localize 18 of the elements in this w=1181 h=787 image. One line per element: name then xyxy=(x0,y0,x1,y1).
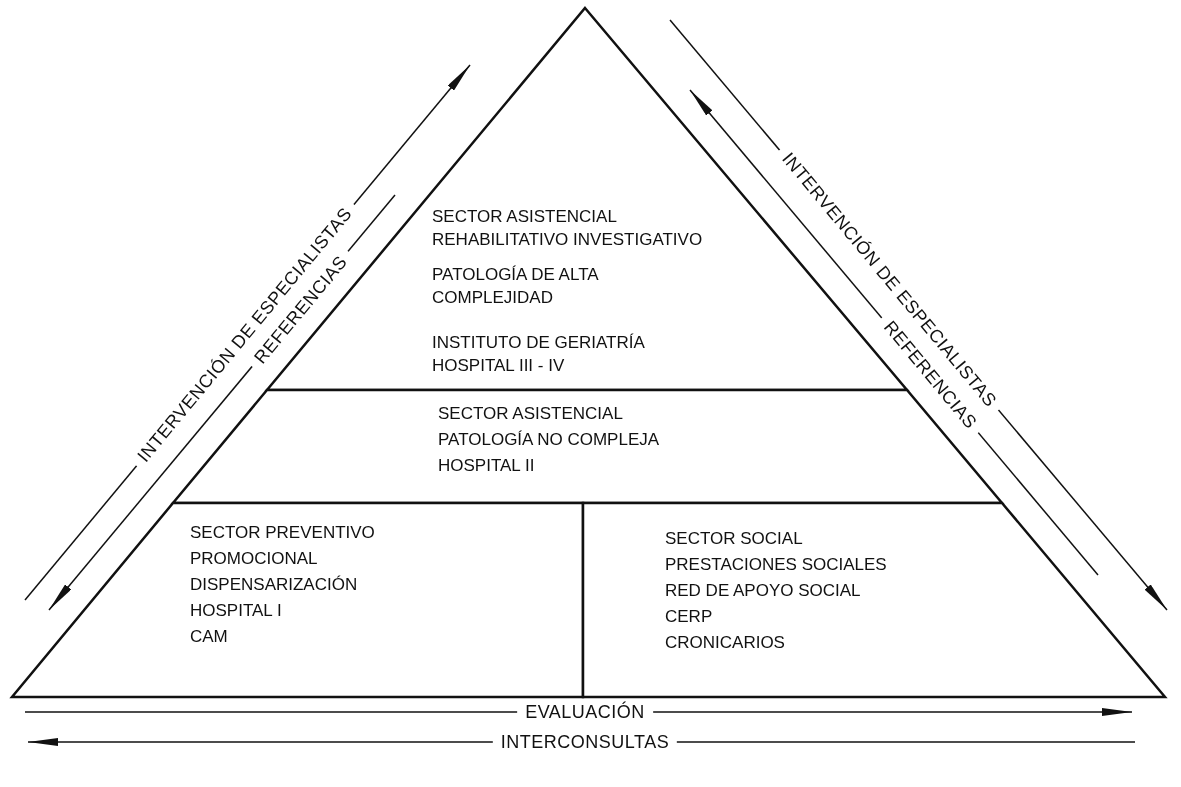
section-text: CERP xyxy=(665,606,714,628)
section-text: HOSPITAL I xyxy=(190,600,283,622)
section-text: INSTITUTO DE GERIATRÍA HOSPITAL III - IV xyxy=(432,332,646,377)
section-text: SECTOR PREVENTIVO xyxy=(190,522,376,544)
section-text: PROMOCIONAL xyxy=(190,548,319,570)
section-text: SECTOR ASISTENCIAL REHABILITATIVO INVESTIGATIVO xyxy=(432,206,704,251)
section-text: SECTOR SOCIAL xyxy=(665,528,804,550)
section-text: DISPENSARIZACIÓN xyxy=(190,574,359,596)
section-text: CRONICARIOS xyxy=(665,632,786,654)
section-text: PATOLOGÍA DE ALTA COMPLEJIDAD xyxy=(432,264,600,309)
pyramid-section xyxy=(12,503,583,697)
section-text: SECTOR ASISTENCIAL xyxy=(438,403,624,425)
section-text: CAM xyxy=(190,626,229,648)
section-text: HOSPITAL II xyxy=(438,455,536,477)
section-text: PRESTACIONES SOCIALES xyxy=(665,554,888,576)
pyramid-section xyxy=(583,503,1165,697)
section-text: PATOLOGÍA NO COMPLEJA xyxy=(438,429,661,451)
section-text: RED DE APOYO SOCIAL xyxy=(665,580,862,602)
